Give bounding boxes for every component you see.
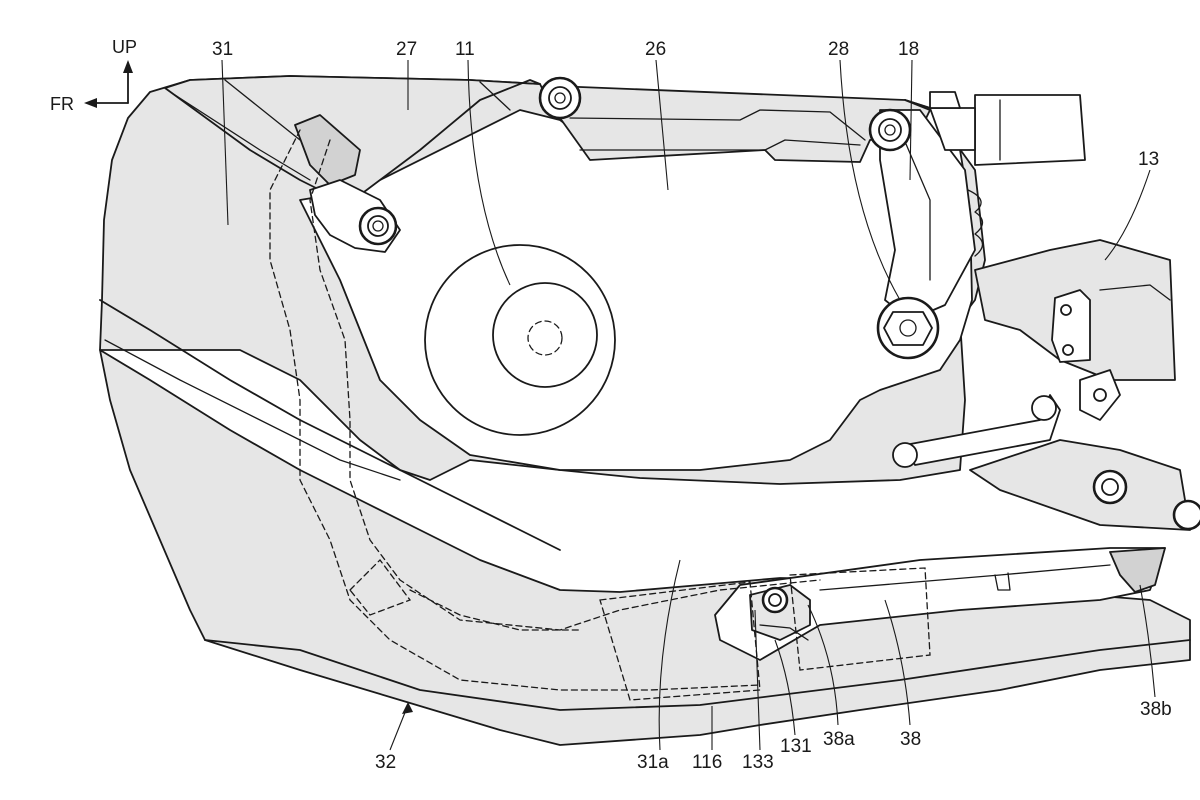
- mount-bolt-133: [761, 586, 789, 614]
- rail-clip: [994, 572, 1011, 591]
- lever-fitting: [1079, 369, 1121, 421]
- rear-plate: [1051, 289, 1091, 363]
- frame-arm-inner-edge: [224, 79, 301, 141]
- rail-lower-groove: [579, 139, 861, 151]
- rail-inner-edge: [819, 564, 1111, 591]
- shock-reservoir: [974, 94, 1086, 166]
- label-32: 32: [375, 752, 396, 773]
- leader-26: [655, 59, 669, 191]
- label-38: 38: [900, 729, 921, 750]
- leader-38: [884, 599, 911, 726]
- frame-arm-edge: [174, 94, 311, 181]
- leader-31: [221, 59, 229, 226]
- orientation-indicator: UP FR: [50, 37, 137, 114]
- left-bracket: [294, 114, 361, 186]
- hex-nut-28: [883, 311, 933, 346]
- muffler-box-hidden: [789, 567, 931, 671]
- leader-38a: [807, 604, 839, 726]
- bolt-lower-edge: [1172, 499, 1200, 531]
- front-arrow-head: [84, 98, 97, 108]
- bolt-top-left: [538, 76, 582, 120]
- mount-damper-131: [759, 624, 809, 641]
- reference-labels: 31 27 11 26 28 18 13 32 31a 116 133 131 …: [212, 39, 1172, 773]
- leader-18: [909, 59, 913, 181]
- leader-38b: [1139, 584, 1156, 698]
- label-116: 116: [692, 752, 722, 773]
- hidden-shaft-circle: [527, 320, 563, 356]
- rear-plate-hole-top: [1060, 304, 1072, 316]
- leader-31a: [658, 559, 681, 751]
- label-26: 26: [645, 39, 666, 60]
- label-11: 11: [455, 39, 475, 60]
- lever-pivot-rear: [1031, 395, 1057, 421]
- bolt-lower-rear: [1092, 469, 1128, 505]
- leader-13: [1104, 169, 1151, 261]
- exhaust-joint-hidden: [349, 559, 412, 616]
- bolt-28: [876, 296, 940, 360]
- side-rail-38: [714, 547, 1166, 661]
- frame-arm-rear-edge: [479, 81, 511, 111]
- rail-end-38b: [1109, 547, 1166, 593]
- inner-cover-circle: [492, 282, 598, 388]
- lower-rear-frame: [969, 439, 1191, 531]
- up-arrow-head: [123, 60, 133, 73]
- label-13: 13: [1138, 149, 1159, 170]
- label-18: 18: [898, 39, 919, 60]
- label-28: 28: [828, 39, 849, 60]
- leader-133: [754, 609, 761, 751]
- label-38b: 38b: [1140, 699, 1172, 720]
- lever-pivot-front: [892, 442, 918, 468]
- leader-28: [839, 59, 901, 301]
- under-cowl-32: [99, 349, 1191, 746]
- mount-assembly: [749, 584, 811, 641]
- cowl-crease-lower: [104, 339, 401, 481]
- catalyst-box-hidden-116: [599, 581, 761, 701]
- label-31: 31: [212, 39, 233, 60]
- leader-11: [467, 59, 511, 286]
- rail-inner-groove: [569, 109, 866, 141]
- rear-shock-unit: [929, 91, 1086, 257]
- label-133: 133: [742, 752, 774, 773]
- exhaust-inner-hidden-line: [309, 139, 821, 631]
- leader-131: [774, 639, 796, 736]
- shock-spring: [967, 189, 984, 257]
- bolt-left: [358, 206, 398, 246]
- rear-frame-edge: [1099, 284, 1171, 301]
- arrow-32: [402, 702, 413, 714]
- shift-lever: [892, 369, 1121, 468]
- shock-top-nut: [929, 91, 961, 109]
- lever-fitting-bolt: [1093, 388, 1107, 402]
- label-31a: 31a: [637, 752, 669, 773]
- exhaust-pipe-hidden: [269, 129, 931, 701]
- up-label: UP: [112, 37, 137, 57]
- label-131: 131: [780, 736, 812, 757]
- cowl-crease-upper: [99, 299, 561, 551]
- front-label: FR: [50, 94, 74, 114]
- rear-plate-hole-bottom: [1062, 344, 1074, 356]
- label-38a: 38a: [823, 729, 855, 750]
- cowl-bottom-edge: [204, 639, 1191, 711]
- label-27: 27: [396, 39, 417, 60]
- bolt-top-right: [868, 108, 912, 152]
- generator-cover-11: [424, 244, 616, 436]
